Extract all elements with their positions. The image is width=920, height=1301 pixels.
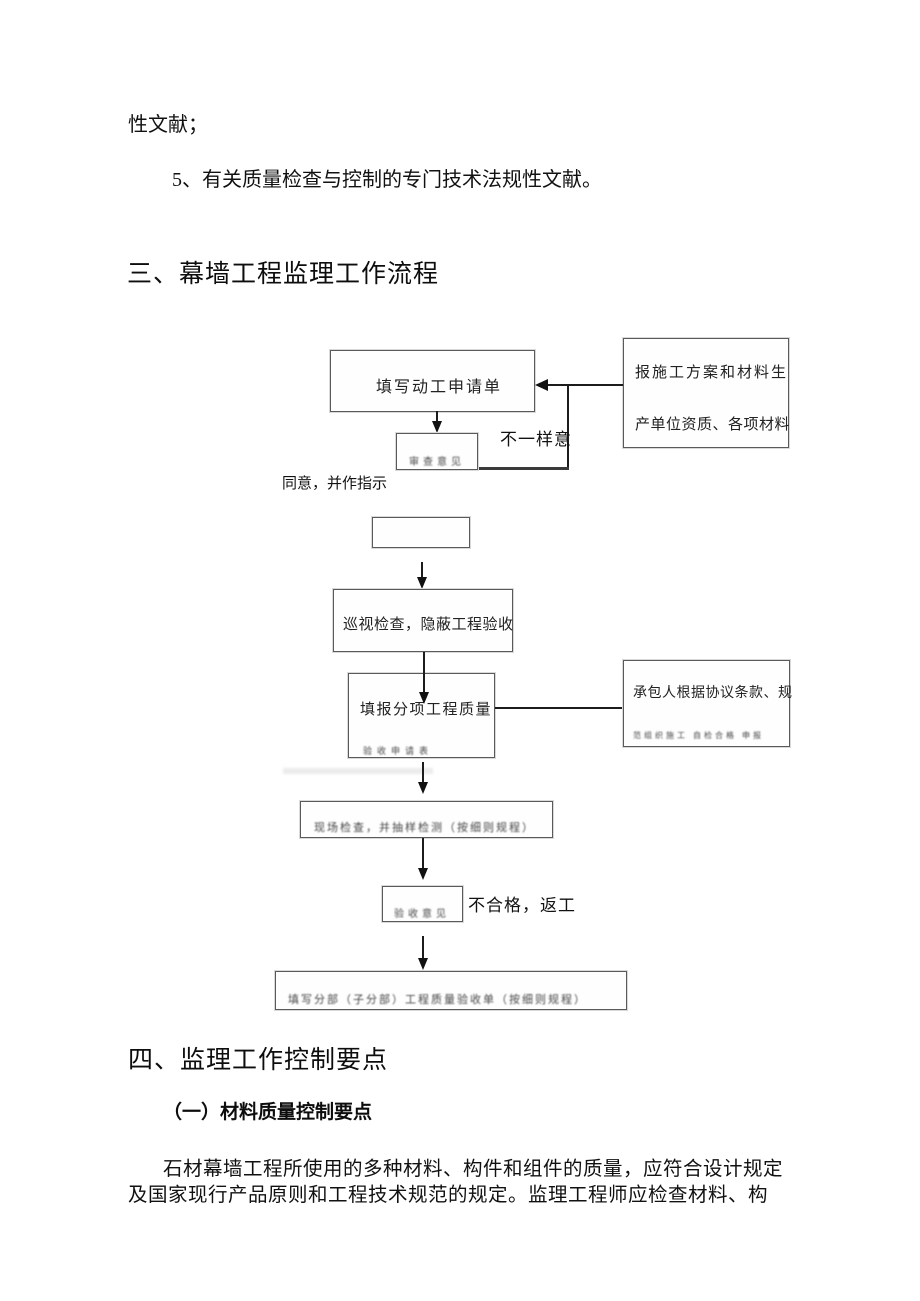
flow-box-review-label: 审查意见 <box>409 457 465 468</box>
flow-arrowhead-check-to-final <box>418 958 428 970</box>
flow-label-agree: 同意，并作指示 <box>282 475 388 492</box>
flow-box-site-check: 现场检查，并抽样检测（按细则规程） <box>300 801 553 838</box>
flow-arrowhead-empty-to-inspect <box>417 577 427 589</box>
flow-box-review: 审查意见 <box>396 433 478 470</box>
subheading-material-quality: （一）材料质量控制要点 <box>163 1102 373 1123</box>
heading-control-points: 四、监理工作控制要点 <box>128 1047 389 1074</box>
flow-box-inspect: 巡视检查，隐蔽工程验收 <box>333 589 513 652</box>
flow-box-check-label: 验收意见 <box>394 909 450 920</box>
flow-line-apply-to-review <box>436 411 438 423</box>
flow-box-fill: 填报分项工程质量 验收申请表 <box>348 673 495 758</box>
flow-line-disagree-vertical <box>567 386 569 469</box>
flow-connector-fill-contractor <box>495 707 623 709</box>
flow-box-site-check-label: 现场检查，并抽样检测（按细则规程） <box>314 822 535 834</box>
carryover-text: 性文献； <box>128 114 208 136</box>
flow-box-fill-title: 填报分项工程质量 <box>360 702 493 718</box>
flow-line-site-to-check <box>422 838 424 870</box>
flow-line-fill-to-site <box>422 762 424 784</box>
flow-line-inspect-to-fill <box>423 652 425 694</box>
flow-arrowhead-apply-to-review <box>432 421 442 433</box>
flow-box-contractor-line2: 范组织施工 自检合格 申报 <box>633 731 764 740</box>
flow-box-inspect-label: 巡视检查，隐蔽工程验收 <box>343 617 514 633</box>
scan-noise-smudge <box>283 768 433 774</box>
flow-box-report-line2: 产单位资质、各项材料 <box>635 417 791 433</box>
flow-line-empty-to-inspect <box>421 562 423 579</box>
flow-box-final-label: 填写分部（子分部）工程质量验收单（按细则规程） <box>288 994 587 1006</box>
flow-box-apply-label: 填写动工申请单 <box>376 379 503 396</box>
flow-box-fill-subtext: 验收申请表 <box>363 746 434 756</box>
flow-line-check-to-final <box>422 936 424 960</box>
heading-flow-process: 三、幕墙工程监理工作流程 <box>127 261 440 288</box>
flow-arrowhead-site-to-check <box>418 868 428 880</box>
flow-box-apply: 填写动工申请单 <box>330 350 535 412</box>
flow-connector-report-to-apply <box>546 384 623 386</box>
flow-arrowhead-report-to-apply <box>535 379 548 391</box>
flow-box-report-line1: 报施工方案和材料生 <box>635 365 789 381</box>
paragraph-line-2: 及国家现行产品原则和工程技术规范的规定。监理工程师应检查材料、构 <box>128 1185 769 1206</box>
list-item-5: 5、有关质量检查与控制的专门技术法规性文献。 <box>172 169 602 191</box>
flow-arrowhead-inspect-to-fill <box>419 692 429 704</box>
flow-box-report: 报施工方案和材料生 产单位资质、各项材料 <box>623 338 791 448</box>
flow-label-disagree: 不一样意 <box>500 430 572 449</box>
flow-box-contractor: 承包人根据协议条款、规 范组织施工 自检合格 申报 <box>623 660 793 747</box>
flow-box-contractor-line1: 承包人根据协议条款、规 <box>633 686 793 701</box>
flow-box-final: 填写分部（子分部）工程质量验收单（按细则规程） <box>275 971 627 1010</box>
flow-label-fail: 不合格，返工 <box>468 896 576 915</box>
flow-line-disagree-horizontal <box>477 467 569 470</box>
paragraph-line-1: 石材幕墙工程所使用的多种材料、构件和组件的质量，应符合设计规定 <box>163 1159 784 1180</box>
flow-box-empty <box>372 517 470 548</box>
flow-box-check: 验收意见 <box>382 886 463 922</box>
flow-arrowhead-fill-to-site <box>418 782 428 794</box>
